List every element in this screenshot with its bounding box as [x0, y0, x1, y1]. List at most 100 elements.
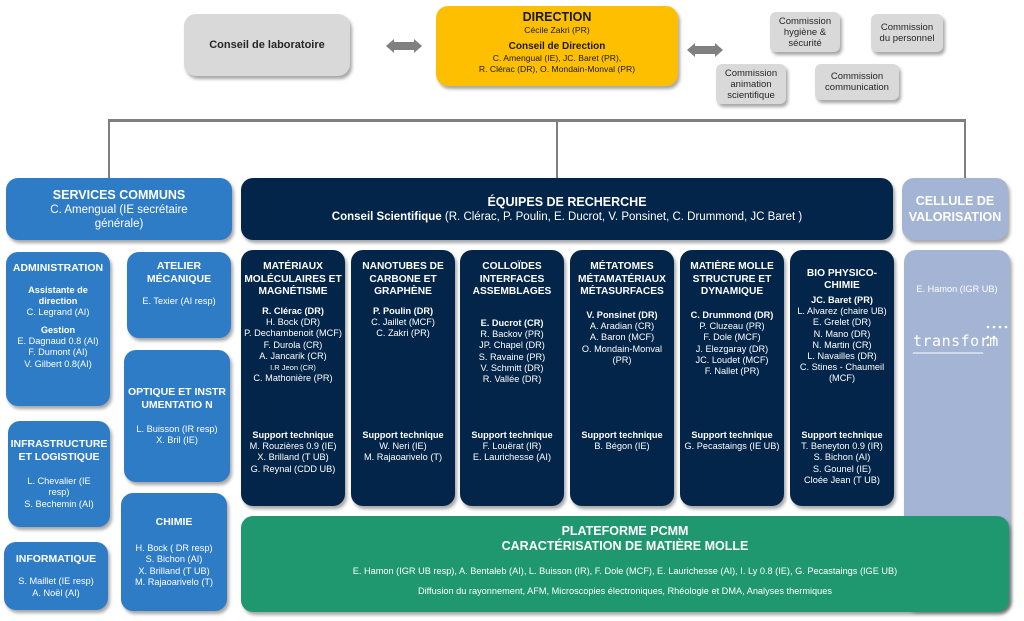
- support-label: Support technique: [252, 430, 334, 440]
- informatique-title: INFORMATIQUE: [15, 553, 97, 566]
- support-label: Support technique: [691, 430, 773, 440]
- team-member: JC. Loudet (MCF): [695, 354, 769, 365]
- team-members: C. Drummond (DR)P. Cluzeau (PR)F. Dole (…: [683, 310, 781, 377]
- team-column: MÉTATOMES MÉTAMATÉRIAUX MÉTASURFACES V. P…: [570, 250, 674, 506]
- team-column: BIO PHYSICO-CHIMIE JC. Baret (PR)L. Alvar…: [790, 250, 894, 506]
- valorisation-header: CELLULE DE VALORISATION: [902, 178, 1008, 240]
- member: H. Bock ( DR resp): [135, 543, 213, 554]
- support-label: Support technique: [362, 430, 444, 440]
- team-member: H. Bock (DR): [265, 317, 321, 328]
- team-title: MÉTATOMES MÉTAMATÉRIAUX MÉTASURFACES: [578, 261, 666, 298]
- services-communs-header: SERVICES COMMUNS C. Amengual (IE secréta…: [6, 178, 232, 240]
- commission-label: Commission hygiène & sécurité: [778, 15, 832, 49]
- team-title: MATIÈRE MOLLE STRUCTURE ET DYNAMIQUE: [690, 261, 774, 298]
- conseil-direction-line1: C. Amengual (IE), JC. Baret (PR),: [492, 53, 622, 63]
- support-member: E. Laurichesse (AI): [472, 452, 552, 463]
- support-label: Support technique: [581, 430, 663, 440]
- member: A. Noël (AI): [32, 587, 80, 598]
- support-member: B. Bégon (IE): [594, 441, 650, 452]
- team-member: L. Alvarez (chaire UB): [797, 306, 887, 317]
- optique-instrumentation-box: OPTIQUE ET INSTRUMENTATIO N L. Buisson (…: [124, 350, 230, 482]
- chimie-title: CHIMIE: [155, 516, 193, 529]
- team-member: J. Elezgaray (DR): [695, 343, 769, 354]
- team-members: P. Poulin (DR)C. Jaillet (MCF)C. Zakri (…: [354, 306, 452, 340]
- member: M. Rajaoarivelo (T): [134, 576, 214, 587]
- chimie-box: CHIMIE H. Bock ( DR resp) S. Bichon (AI)…: [121, 493, 227, 611]
- commission-hygiene-securite: Commission hygiène & sécurité: [770, 12, 840, 52]
- support-label: Support technique: [801, 430, 883, 440]
- team-member: JP. Chapel (DR): [479, 340, 545, 351]
- conseil-laboratoire-box: Conseil de laboratoire: [184, 14, 350, 76]
- member: V. Gilbert 0.8(AI): [24, 358, 92, 369]
- conseil-scientifique: Conseil Scientifique (R. Clérac, P. Poul…: [332, 210, 802, 224]
- team-leader: JC. Baret (PR): [811, 295, 873, 305]
- commission-personnel: Commission du personnel: [871, 14, 943, 52]
- team-leader: E. Ducrot (CR): [480, 318, 544, 328]
- support-member: G. Reynal (CDD UB): [250, 463, 336, 474]
- transform-logo-text: transform: [913, 332, 999, 350]
- director-name: Cécile Zakri (PR): [524, 25, 590, 35]
- plateforme-members: E. Hamon (IGR UB resp), A. Bentaleb (AI)…: [352, 566, 898, 576]
- support-member: S. Gounel (IE): [812, 463, 872, 474]
- member: S. Bichon (AI): [145, 554, 203, 565]
- atelier-title: ATELIER MÉCANIQUE: [146, 260, 212, 285]
- team-member: A. Aradian (CR): [589, 321, 655, 332]
- valorisation-title: CELLULE DE VALORISATION: [908, 194, 1002, 224]
- informatique-box: INFORMATIQUE S. Maillet (IE resp) A. Noë…: [4, 542, 108, 610]
- gestion-label: Gestion: [40, 325, 76, 336]
- member: L. Buisson (IR resp): [136, 423, 218, 434]
- connector-horizontal: [108, 119, 966, 122]
- commission-label: Commission communication: [825, 71, 889, 93]
- administration-box: ADMINISTRATION Assistante de direction C…: [6, 252, 110, 406]
- support-member: W. Neri (IE): [379, 441, 427, 452]
- atelier-mecanique-box: ATELIER MÉCANIQUE E. Texier (AI resp): [127, 252, 231, 338]
- support-member: Cloée Jean (T UB): [804, 474, 880, 485]
- member: E. Texier (AI resp): [142, 296, 216, 306]
- member: S. Bechemin (AI): [24, 498, 94, 509]
- team-column: MATIÈRE MOLLE STRUCTURE ET DYNAMIQUE C. D…: [680, 250, 784, 506]
- team-member: I.R Jeon (CR): [270, 363, 316, 373]
- dots-icon: [986, 325, 1008, 347]
- double-arrow-icon: [386, 39, 422, 53]
- member: X. Bril (IE): [156, 435, 198, 445]
- member: X. Brilland (T UB): [138, 565, 210, 576]
- member: E. Dagnaud 0.8 (AI): [17, 336, 99, 347]
- plateforme-title-1: PLATEFORME PCMM: [561, 524, 689, 538]
- infrastructure-box: INFRASTRUCTURE ET LOGISTIQUE L. Chevalie…: [8, 421, 110, 527]
- member: L. Chevalier (IE resp): [27, 476, 91, 498]
- conseil-scientifique-members: (R. Clérac, P. Poulin, E. Ducrot, V. Pon…: [441, 211, 803, 223]
- team-member: E. Grelet (DR): [812, 317, 872, 328]
- member: F. Dumont (AI): [28, 347, 88, 358]
- optique-title: OPTIQUE ET INSTRUMENTATIO N: [127, 385, 226, 411]
- conseil-scientifique-label: Conseil Scientifique: [331, 211, 442, 223]
- plateforme-techniques: Diffusion du rayonnement, AFM, Microscop…: [418, 586, 832, 596]
- commission-communication: Commission communication: [815, 64, 899, 100]
- plateforme-box: PLATEFORME PCMM CARACTÉRISATION DE MATIÈ…: [241, 516, 1009, 612]
- team-member: R. Vallée (DR): [482, 374, 542, 385]
- support-member: G. Pecastaings (IE UB): [684, 441, 780, 452]
- support-member: F. Louërat (IR): [482, 441, 542, 452]
- team-member: R. Backov (PR): [480, 329, 544, 340]
- team-members: V. Ponsinet (DR)A. Aradian (CR)A. Baron …: [573, 310, 671, 366]
- team-member: V. Schmitt (DR): [480, 362, 544, 373]
- logo-tagline: [913, 352, 983, 354]
- equipes-recherche-header: ÉQUIPES DE RECHERCHE Conseil Scientifiqu…: [241, 178, 893, 240]
- team-members: E. Ducrot (CR)R. Backov (PR)JP. Chapel (…: [463, 318, 561, 385]
- assistante-direction-label: Assistante de direction: [28, 285, 88, 306]
- conseil-laboratoire-label: Conseil de laboratoire: [209, 39, 325, 51]
- support-member: M. Rouzières 0.9 (IE): [249, 441, 337, 452]
- conseil-direction-title: Conseil de Direction: [508, 41, 606, 52]
- team-title: BIO PHYSICO-CHIMIE: [806, 267, 878, 292]
- plateforme-title-2: CARACTÉRISATION DE MATIÈRE MOLLE: [501, 539, 749, 553]
- team-leader: V. Ponsinet (DR): [586, 310, 658, 320]
- infrastructure-title: INFRASTRUCTURE ET LOGISTIQUE: [10, 438, 108, 464]
- team-title: MATÉRIAUX MOLÉCULAIRES ET MAGNÉTISME: [244, 261, 342, 298]
- team-leader: P. Poulin (DR): [372, 306, 434, 316]
